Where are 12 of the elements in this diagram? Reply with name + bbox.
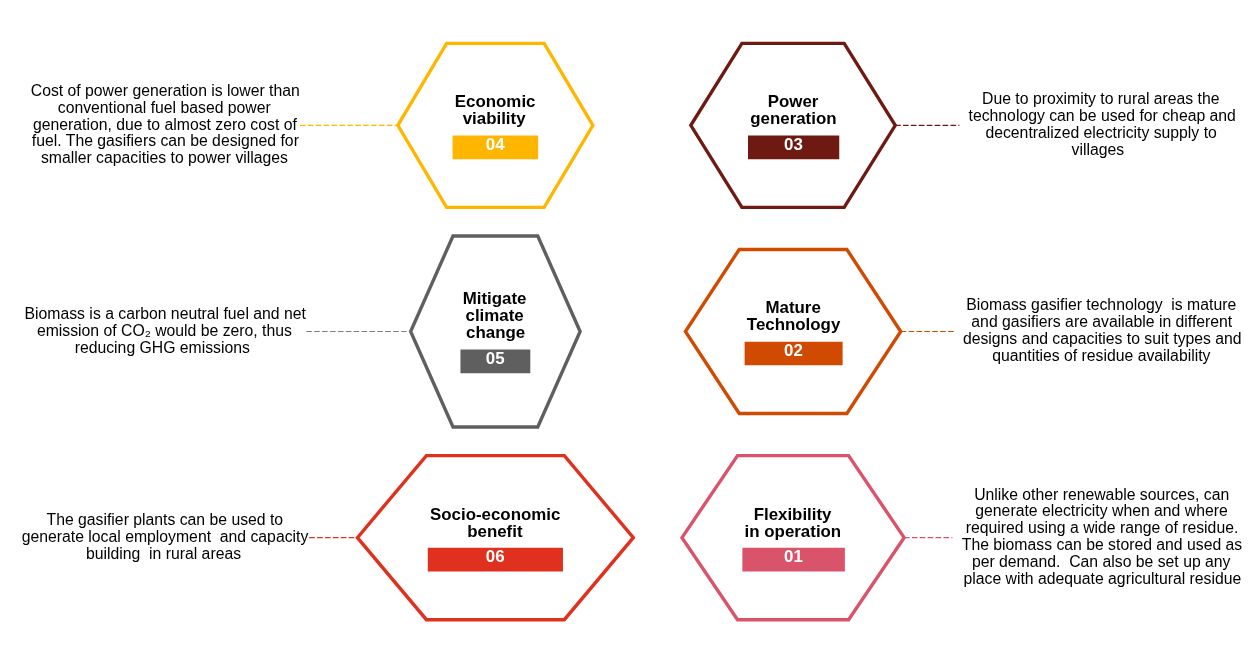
node-text: Due to proximity to rural areas the technology can be used for cheap and decentralized electricity supply to villages [968,90,1236,158]
connector [903,537,953,539]
connector [894,124,960,126]
node-text: Unlike other renewable sources, can generate electricity when and where required using a wide range of residue. The biomass can be stored and used as per demand. Can also be set up any place with adequate agricultural residue [961,485,1243,588]
connector [900,330,955,333]
connector [299,124,399,126]
connector [308,537,358,539]
node-text: Biomass is a carbon neutral fuel and net emission of CO₂ would be zero, thus reducing GHG emissions [24,304,306,356]
connector [305,330,411,333]
node-text: The gasifier plants can be used to generate local employment and capacity building in rural areas [21,510,309,562]
node-text: Cost of power generation is lower than conventional fuel based power generation, due to almost zero cost of fuel. The gasifiers can be designed for smaller capacities to power villages [30,81,300,167]
node-text: Biomass gasifier technology is mature and gasifiers are available in different designs and capacities to suit types and quantities of residue availability [962,296,1242,365]
